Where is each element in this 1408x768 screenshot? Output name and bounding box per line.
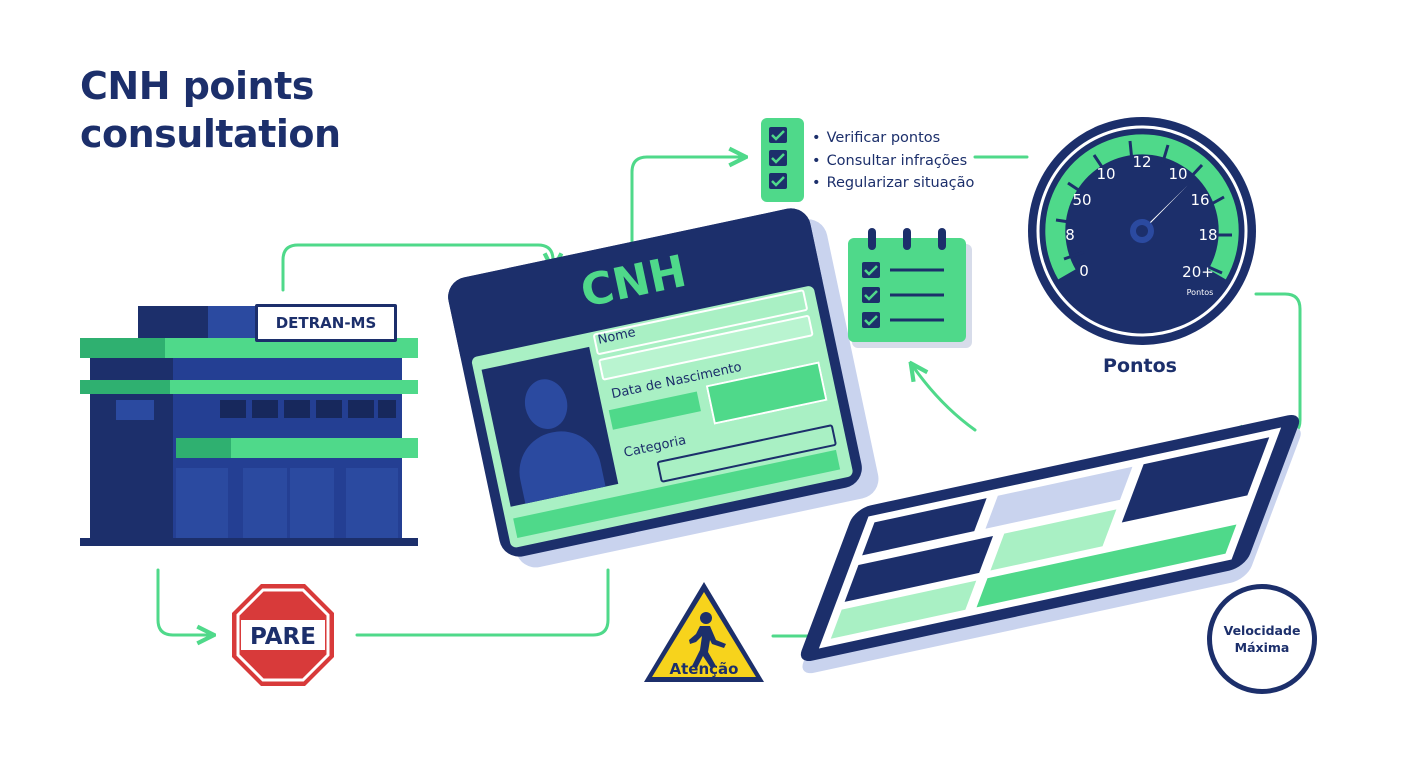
warning-sign: Atenção <box>644 582 764 682</box>
gauge-tick: 8 <box>1065 226 1075 244</box>
checklist-item: Consultar infrações <box>812 150 974 173</box>
gauge-tick: 18 <box>1198 226 1217 244</box>
page-title: CNH points consultation <box>80 62 341 158</box>
detran-sign: DETRAN-MS <box>255 304 397 342</box>
arrow-building-to-card <box>281 243 553 292</box>
photo-placeholder <box>481 346 619 507</box>
checklist: Verificar pontos Consultar infrações Reg… <box>812 127 975 195</box>
speed-sign-line-2: Máxima <box>1234 640 1290 655</box>
gauge-caption: Pontos <box>1103 355 1177 377</box>
gauge-unit: Pontos <box>1187 288 1214 297</box>
arrow-card-to-checklist <box>630 157 744 252</box>
title-line-1: CNH points <box>80 64 314 108</box>
detran-sign-label: DETRAN-MS <box>275 314 377 332</box>
gauge-tick: 0 <box>1079 262 1089 280</box>
checklist-item: Regularizar situação <box>812 172 975 195</box>
gauge-tick: 16 <box>1190 191 1209 209</box>
points-gauge: 0 8 50 10 12 10 16 18 20+ Pontos <box>1028 117 1256 345</box>
speed-sign-line-1: Velocidade <box>1223 623 1301 638</box>
title-line-2: consultation <box>80 112 341 156</box>
checklist-item: Verificar pontos <box>812 127 974 150</box>
speed-limit-sign: Velocidade Máxima <box>1207 584 1317 694</box>
detran-building-illustration <box>80 306 418 546</box>
calendar-checklist-icon <box>848 228 972 348</box>
line-stop-to-card <box>355 568 610 637</box>
arrow-building-to-stop <box>156 568 212 635</box>
gauge-tick: 50 <box>1072 191 1091 209</box>
gauge-tick: 20+ <box>1182 263 1214 281</box>
warning-sign-label: Atenção <box>670 660 739 678</box>
arrow-tablet-to-calendar <box>912 365 977 432</box>
gauge-tick: 10 <box>1168 165 1187 183</box>
checklist-icon <box>761 118 804 202</box>
gauge-tick: 12 <box>1132 153 1151 171</box>
stop-sign-label: PARE <box>250 624 316 650</box>
stop-sign: PARE <box>232 584 334 686</box>
gauge-tick: 10 <box>1096 165 1115 183</box>
pedestrian-icon <box>689 612 726 668</box>
